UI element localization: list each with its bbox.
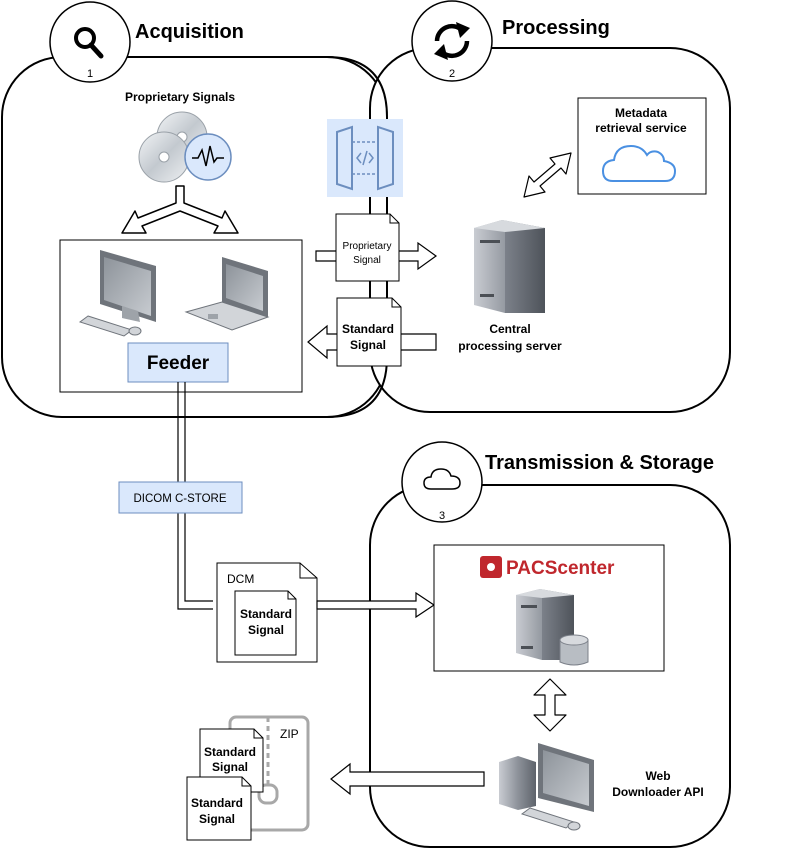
web-downloader-line1: Web <box>645 769 670 783</box>
dcm-label: DCM <box>227 572 254 586</box>
split-arrow <box>121 185 239 234</box>
standard-signal-line2: Signal <box>350 338 386 352</box>
standard-signal-document <box>336 297 402 367</box>
section-title-transmission: Transmission & Storage <box>485 452 714 474</box>
api-gateway-icon <box>327 119 403 197</box>
search-icon <box>74 27 104 59</box>
desktop-computer-icon <box>78 250 156 337</box>
metadata-label-line1: Metadata <box>615 106 667 120</box>
badge-number-1: 1 <box>87 68 93 80</box>
zip-doc2-line1: Standard <box>191 796 243 810</box>
central-server-icon <box>474 220 545 313</box>
dicom-connector-line <box>177 382 213 610</box>
dcm-inner-line1: Standard <box>240 607 292 621</box>
waveform-icon <box>184 133 232 181</box>
acquisition-badge: 1 <box>49 1 131 83</box>
laptop-icon <box>184 257 270 331</box>
web-downloader-computer-icon <box>499 743 594 831</box>
feeder-label: Feeder <box>147 353 210 374</box>
pacs-web-double-arrow <box>533 678 567 732</box>
zip-document-2 <box>186 776 252 841</box>
proprietary-signal-document <box>335 213 400 282</box>
download-arrow <box>330 762 485 796</box>
badge-number-2: 2 <box>449 68 455 80</box>
central-server-line2: processing server <box>458 339 562 353</box>
dcm-inner-line2: Signal <box>248 623 284 637</box>
web-downloader-line2: Downloader API <box>612 785 704 799</box>
proprietary-signal-line1: Proprietary <box>343 241 392 252</box>
badge-number-3: 3 <box>439 510 445 522</box>
proprietary-signals-label: Proprietary Signals <box>125 90 235 104</box>
pacs-server-icon <box>516 589 589 666</box>
pacs-logo-text: PACScenter <box>506 558 615 579</box>
processing-badge: 2 <box>411 0 493 82</box>
zip-doc1-line2: Signal <box>212 760 248 774</box>
proprietary-signal-line2: Signal <box>353 255 381 266</box>
cloud-icon <box>423 468 461 490</box>
central-server-line1: Central <box>489 322 530 336</box>
dicom-label-box <box>118 481 243 514</box>
dcm-to-pacs-arrow <box>316 591 436 619</box>
section-title-processing: Processing <box>502 17 610 39</box>
section-title-acquisition: Acquisition <box>135 21 244 43</box>
standard-signal-line1: Standard <box>342 322 394 336</box>
zip-label: ZIP <box>280 727 299 741</box>
zip-doc1-line1: Standard <box>204 745 256 759</box>
pacs-logo: PACScenter <box>480 556 615 579</box>
dcm-inner-document <box>234 590 297 656</box>
metadata-double-arrow <box>523 152 572 198</box>
dicom-label: DICOM C-STORE <box>133 493 226 505</box>
zip-doc2-line2: Signal <box>199 812 235 826</box>
metadata-label-line2: retrieval service <box>595 121 687 135</box>
cloud-service-icon <box>601 144 677 182</box>
refresh-icon <box>434 22 470 60</box>
transmission-badge: 3 <box>401 441 483 523</box>
feeder-label-box <box>127 342 229 383</box>
